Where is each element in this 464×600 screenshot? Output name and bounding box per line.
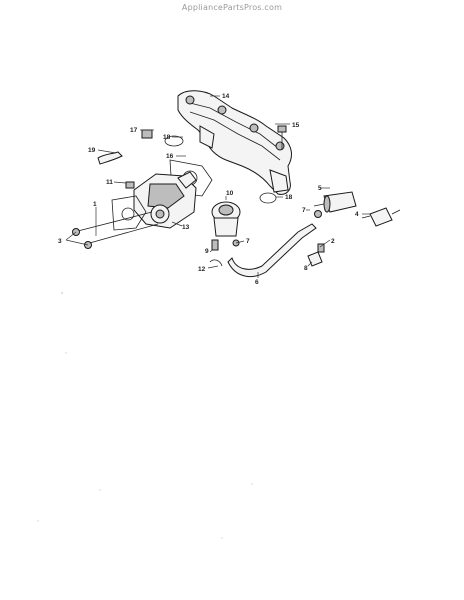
stud-lower[interactable] <box>85 223 159 245</box>
callout-1: 1 <box>93 201 97 208</box>
callout-4: 4 <box>355 211 359 218</box>
inline-fuel-valve[interactable] <box>361 207 401 227</box>
intake-plate-gasket[interactable] <box>111 195 147 231</box>
carburetor[interactable] <box>133 171 197 229</box>
callout-3: 3 <box>58 238 62 245</box>
callout-13: 13 <box>182 224 190 231</box>
callout-11: 11 <box>106 179 113 186</box>
callout-2: 2 <box>331 238 335 245</box>
fitting-9[interactable] <box>211 239 219 251</box>
callout-9: 9 <box>205 248 209 255</box>
fuel-pump[interactable] <box>211 201 241 237</box>
callout-19: 19 <box>88 147 96 154</box>
callout-8: 8 <box>304 265 308 272</box>
callout-labels: 14 15 17 18 19 16 11 18 5 10 1 13 4 7 3 … <box>58 93 359 286</box>
o-ring-gasket-lower[interactable] <box>259 192 277 204</box>
hose-clamp-12[interactable] <box>209 259 223 267</box>
breather-hose[interactable] <box>97 151 123 165</box>
callout-7-right: 7 <box>302 207 306 214</box>
callout-16: 16 <box>166 153 174 160</box>
watermark-text: AppliancePartsPros.com <box>181 3 283 12</box>
callout-18-lower: 18 <box>285 194 293 201</box>
screw-11[interactable] <box>125 181 135 189</box>
screw-15[interactable] <box>277 125 287 150</box>
stud-upper[interactable] <box>73 211 153 233</box>
o-ring-gasket-upper[interactable] <box>164 135 184 147</box>
cap-17[interactable] <box>141 129 153 139</box>
callout-10: 10 <box>226 190 234 197</box>
leader-lines <box>65 95 370 278</box>
callout-17: 17 <box>130 127 138 134</box>
clip-2[interactable] <box>317 243 325 253</box>
callout-14: 14 <box>222 93 230 100</box>
fuel-filter[interactable] <box>313 191 357 213</box>
callout-18-upper: 18 <box>163 134 171 141</box>
fuel-line[interactable] <box>227 223 317 278</box>
intake-manifold[interactable] <box>177 90 292 195</box>
callout-15: 15 <box>292 122 300 129</box>
callout-12: 12 <box>198 266 206 273</box>
callout-6: 6 <box>255 279 259 286</box>
clamp-7-right[interactable] <box>314 210 322 218</box>
scan-specks <box>37 292 253 539</box>
callout-5: 5 <box>318 185 322 192</box>
callout-7-left: 7 <box>246 238 250 245</box>
